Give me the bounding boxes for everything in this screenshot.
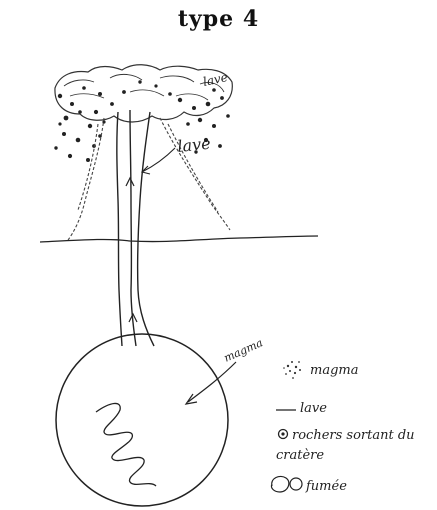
- lava-conduit: [117, 110, 154, 346]
- lava-label-cloud: lave: [202, 70, 229, 89]
- magma-pointer: [188, 362, 236, 402]
- legend-magma-text: magma: [310, 363, 358, 378]
- legend-lava-text: lave: [300, 401, 327, 416]
- legend-magma-swatch: [283, 361, 301, 379]
- smoke-cloud: [55, 65, 232, 122]
- lava-label: lave: [176, 134, 211, 156]
- legend-rock-text: rochers sortant du: [292, 428, 415, 443]
- legend-rock-text-line2: cratère: [276, 448, 324, 463]
- legend-smoke-text: fumée: [305, 479, 347, 494]
- magma-squiggle: [96, 403, 156, 486]
- legend: magma lave rochers sortant du cratère fu…: [271, 361, 414, 494]
- lava-pointer: [142, 148, 175, 172]
- magma-label: magma: [222, 336, 265, 365]
- magma-chamber: [56, 334, 228, 506]
- ground-line: [40, 236, 318, 242]
- legend-smoke-icon: [271, 476, 302, 492]
